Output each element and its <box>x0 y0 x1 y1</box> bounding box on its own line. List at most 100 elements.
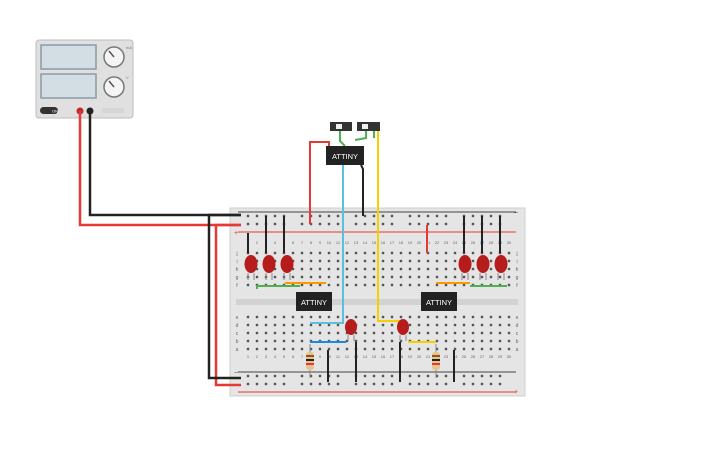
breadboard-hole[interactable] <box>246 323 250 327</box>
breadboard-hole[interactable] <box>336 259 340 263</box>
breadboard-hole[interactable] <box>480 339 484 343</box>
breadboard-hole[interactable] <box>300 251 304 255</box>
rail-hole[interactable] <box>282 374 286 378</box>
breadboard-hole[interactable] <box>363 323 367 327</box>
breadboard-hole[interactable] <box>318 323 322 327</box>
breadboard-hole[interactable] <box>498 275 502 279</box>
red-led-icon[interactable] <box>458 255 472 280</box>
breadboard-hole[interactable] <box>318 347 322 351</box>
power-wires[interactable] <box>78 111 241 387</box>
breadboard-hole[interactable] <box>498 315 502 319</box>
breadboard-hole[interactable] <box>381 251 385 255</box>
breadboard-hole[interactable] <box>435 251 439 255</box>
breadboard-hole[interactable] <box>345 259 349 263</box>
breadboard-hole[interactable] <box>507 283 511 287</box>
rail-hole[interactable] <box>246 382 250 386</box>
breadboard-hole[interactable] <box>426 283 430 287</box>
rail-hole[interactable] <box>390 222 394 226</box>
red-led-icon[interactable] <box>345 319 357 341</box>
breadboard-hole[interactable] <box>390 323 394 327</box>
breadboard-hole[interactable] <box>480 331 484 335</box>
breadboard-hole[interactable] <box>336 283 340 287</box>
rail-hole[interactable] <box>255 222 259 226</box>
breadboard-hole[interactable] <box>345 267 349 271</box>
red-led-icon[interactable] <box>397 319 409 341</box>
rail-hole[interactable] <box>471 214 475 218</box>
breadboard-hole[interactable] <box>336 315 340 319</box>
rail-hole[interactable] <box>363 222 367 226</box>
breadboard-hole[interactable] <box>462 283 466 287</box>
rail-hole[interactable] <box>372 222 376 226</box>
breadboard-hole[interactable] <box>471 347 475 351</box>
rail-hole[interactable] <box>417 222 421 226</box>
breadboard-hole[interactable] <box>327 259 331 263</box>
breadboard-hole[interactable] <box>336 251 340 255</box>
breadboard-hole[interactable] <box>426 267 430 271</box>
breadboard-hole[interactable] <box>363 315 367 319</box>
breadboard-hole[interactable] <box>408 347 412 351</box>
breadboard-hole[interactable] <box>471 339 475 343</box>
breadboard-hole[interactable] <box>363 251 367 255</box>
breadboard-hole[interactable] <box>291 339 295 343</box>
breadboard-hole[interactable] <box>273 323 277 327</box>
power-supply[interactable]: mA V ON <box>35 39 134 119</box>
breadboard-hole[interactable] <box>354 267 358 271</box>
breadboard-hole[interactable] <box>489 251 493 255</box>
breadboard-hole[interactable] <box>246 331 250 335</box>
breadboard-hole[interactable] <box>255 267 259 271</box>
breadboard-hole[interactable] <box>444 267 448 271</box>
rail-hole[interactable] <box>489 214 493 218</box>
red-led-icon[interactable] <box>494 255 508 280</box>
breadboard-hole[interactable] <box>372 259 376 263</box>
breadboard-hole[interactable] <box>291 315 295 319</box>
breadboard-hole[interactable] <box>417 251 421 255</box>
breadboard-hole[interactable] <box>498 331 502 335</box>
breadboard-hole[interactable] <box>453 315 457 319</box>
breadboard-hole[interactable] <box>363 267 367 271</box>
breadboard-hole[interactable] <box>291 323 295 327</box>
breadboard-hole[interactable] <box>480 315 484 319</box>
rail-hole[interactable] <box>435 382 439 386</box>
breadboard-hole[interactable] <box>282 323 286 327</box>
rail-hole[interactable] <box>273 222 277 226</box>
breadboard-hole[interactable] <box>444 323 448 327</box>
breadboard-hole[interactable] <box>498 347 502 351</box>
rail-hole[interactable] <box>498 382 502 386</box>
rail-hole[interactable] <box>264 382 268 386</box>
breadboard-hole[interactable] <box>381 339 385 343</box>
rail-hole[interactable] <box>489 222 493 226</box>
breadboard-hole[interactable] <box>408 323 412 327</box>
led-array[interactable] <box>244 255 508 280</box>
breadboard-hole[interactable] <box>309 283 313 287</box>
breadboard-hole[interactable] <box>480 323 484 327</box>
breadboard-hole[interactable] <box>282 315 286 319</box>
breadboard-hole[interactable] <box>507 331 511 335</box>
chip-right[interactable] <box>421 292 457 311</box>
breadboard-hole[interactable] <box>318 275 322 279</box>
rail-hole[interactable] <box>354 222 358 226</box>
breadboard-hole[interactable] <box>453 339 457 343</box>
breadboard-hole[interactable] <box>435 347 439 351</box>
rail-hole[interactable] <box>363 374 367 378</box>
breadboard-hole[interactable] <box>309 267 313 271</box>
breadboard-hole[interactable] <box>381 259 385 263</box>
breadboard-hole[interactable] <box>435 339 439 343</box>
breadboard-hole[interactable] <box>336 331 340 335</box>
breadboard-hole[interactable] <box>345 275 349 279</box>
red-led-icon[interactable] <box>280 255 294 280</box>
breadboard-hole[interactable] <box>255 339 259 343</box>
breadboard-hole[interactable] <box>273 315 277 319</box>
breadboard-hole[interactable] <box>507 315 511 319</box>
breadboard-hole[interactable] <box>453 251 457 255</box>
rail-hole[interactable] <box>336 214 340 218</box>
rail-hole[interactable] <box>408 382 412 386</box>
red-led-icon[interactable] <box>262 255 276 280</box>
breadboard-hole[interactable] <box>309 347 313 351</box>
rail-hole[interactable] <box>318 382 322 386</box>
breadboard-hole[interactable] <box>273 275 277 279</box>
breadboard-hole[interactable] <box>390 259 394 263</box>
breadboard-hole[interactable] <box>507 251 511 255</box>
breadboard-hole[interactable] <box>363 283 367 287</box>
breadboard-hole[interactable] <box>426 275 430 279</box>
breadboard-hole[interactable] <box>390 251 394 255</box>
